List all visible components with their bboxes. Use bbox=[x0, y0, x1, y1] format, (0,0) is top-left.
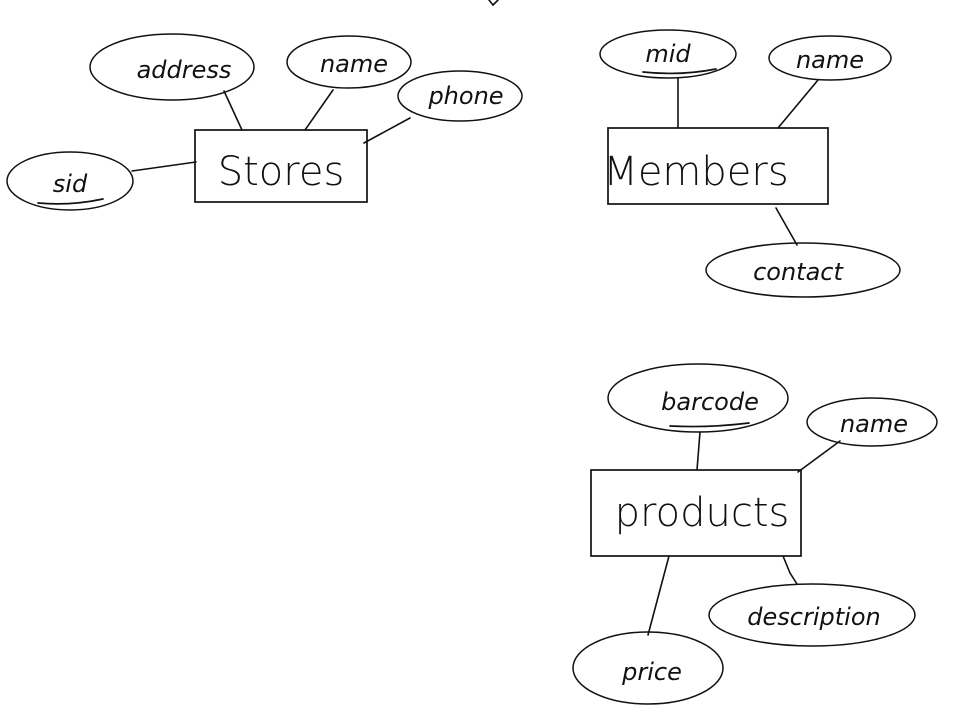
attr-label-stores-name: name bbox=[320, 50, 388, 78]
attr-label-products-name: name bbox=[840, 410, 908, 438]
attr-label-contact: contact bbox=[753, 258, 844, 286]
connector-members-name bbox=[777, 79, 819, 129]
entity-box-products bbox=[590, 469, 802, 557]
connector-stores-phone bbox=[363, 117, 411, 144]
attr-label-members-name: name bbox=[796, 46, 864, 74]
connector-members-contact bbox=[775, 207, 798, 246]
connector-products-barcode bbox=[696, 431, 701, 471]
connector-stores-name bbox=[304, 89, 334, 131]
attr-label-mid: mid bbox=[645, 40, 691, 68]
entity-members: Members mid name contact bbox=[599, 29, 901, 298]
entity-box-stores bbox=[194, 129, 368, 203]
connector-products-price bbox=[647, 555, 670, 636]
key-underline-barcode bbox=[669, 422, 750, 428]
attr-ellipse-address bbox=[89, 33, 255, 101]
attr-label-sid: sid bbox=[53, 170, 88, 198]
attr-ellipse-contact bbox=[705, 242, 901, 298]
attr-ellipse-phone bbox=[397, 70, 523, 122]
attr-ellipse-price bbox=[572, 631, 724, 705]
attr-label-price: price bbox=[621, 658, 682, 686]
attr-label-barcode: barcode bbox=[661, 388, 759, 416]
entity-label-members: Members bbox=[603, 149, 788, 195]
entity-products: products barcode name price description bbox=[572, 363, 938, 705]
attr-ellipse-members-name bbox=[768, 35, 892, 81]
cropped-title-fragment bbox=[488, 0, 499, 7]
attr-ellipse-barcode bbox=[607, 363, 789, 433]
key-underline-sid bbox=[37, 198, 104, 205]
connector-products-name bbox=[797, 440, 841, 473]
attr-ellipse-mid bbox=[599, 29, 737, 79]
connector-stores-sid bbox=[131, 161, 197, 172]
attr-ellipse-stores-name bbox=[286, 35, 412, 89]
connector-products-description bbox=[782, 555, 798, 585]
entity-label-products: products bbox=[615, 490, 790, 536]
entity-stores: Stores address name phone sid bbox=[6, 33, 523, 211]
connector-stores-address bbox=[223, 90, 243, 131]
attr-ellipse-description bbox=[708, 583, 916, 647]
attr-ellipse-sid bbox=[6, 151, 134, 211]
entity-label-stores: Stores bbox=[218, 149, 345, 195]
attr-label-phone: phone bbox=[427, 82, 503, 110]
attr-ellipse-products-name bbox=[806, 397, 938, 447]
attr-label-address: address bbox=[137, 56, 232, 84]
entity-box-members bbox=[607, 127, 829, 205]
attr-label-description: description bbox=[747, 603, 880, 631]
key-underline-mid bbox=[642, 68, 717, 75]
